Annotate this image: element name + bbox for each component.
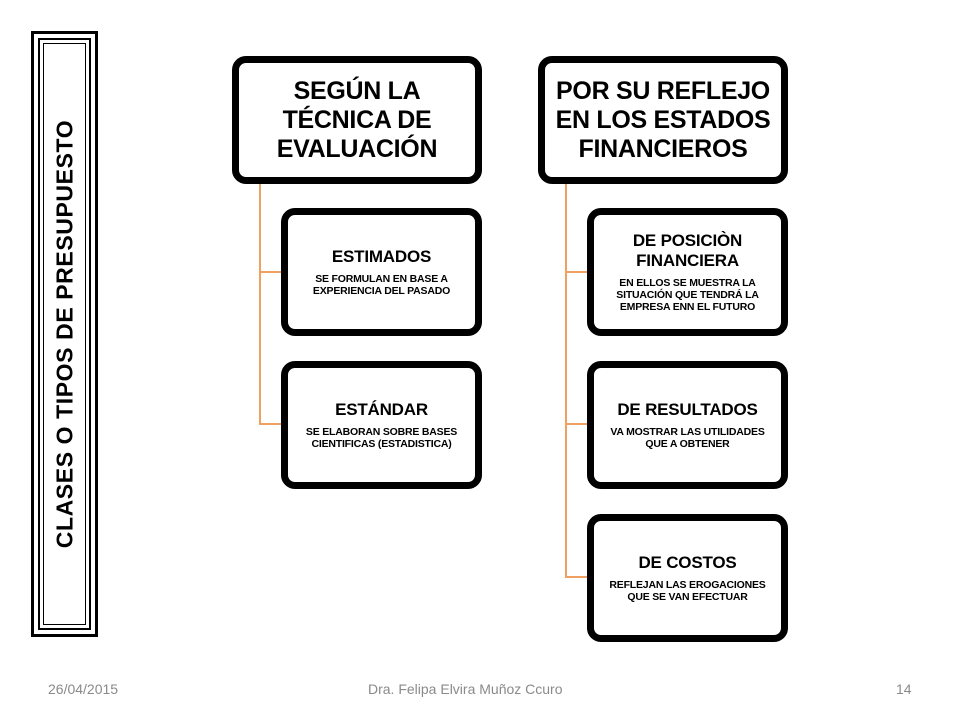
sub-box-description: SE ELABORAN SOBRE BASES CIENTIFICAS (EST… — [305, 426, 458, 450]
heading-box-tecnica-evaluacion: SEGÚN LA TÉCNICA DE EVALUACIÓN — [232, 56, 482, 184]
heading-text-tecnica-evaluacion: SEGÚN LA TÉCNICA DE EVALUACIÓN — [276, 76, 438, 163]
sub-box-description: REFLEJAN LAS EROGACIONES QUE SE VAN EFEC… — [609, 579, 766, 603]
right-connector-vertical — [565, 180, 567, 578]
footer-page-number: 14 — [896, 681, 912, 697]
slide-title: CLASES O TIPOS DE PRESUPUESTO — [51, 119, 77, 549]
sub-box-title: ESTIMADOS — [331, 247, 432, 266]
sub-box-estimados: ESTIMADOS SE FORMULAN EN BASE A EXPERIEN… — [281, 208, 482, 336]
footer-author: Dra. Felipa Elvira Muñoz Ccuro — [368, 681, 563, 697]
heading-text-estados-financieros: POR SU REFLEJO EN LOS ESTADOS FINANCIERO… — [555, 76, 771, 163]
sub-box-title: ESTÁNDAR — [335, 400, 428, 419]
title-frame-inner-border — [38, 38, 91, 630]
sub-box-costos: DE COSTOS REFLEJAN LAS EROGACIONES QUE S… — [587, 514, 788, 642]
left-connector-estandar — [259, 423, 289, 425]
right-connector-costos — [565, 576, 595, 578]
sub-box-resultados: DE RESULTADOS VA MOSTRAR LAS UTILIDADES … — [587, 361, 788, 489]
title-frame-inner-border-2 — [43, 43, 86, 625]
sub-box-title: DE COSTOS — [638, 553, 737, 572]
right-connector-posicion — [565, 271, 595, 273]
right-connector-resultados — [565, 423, 595, 425]
sub-box-description: SE FORMULAN EN BASE A EXPERIENCIA DEL PA… — [312, 273, 451, 297]
sub-box-estandar: ESTÁNDAR SE ELABORAN SOBRE BASES CIENTIF… — [281, 361, 482, 489]
sub-box-title: DE POSICIÒN FINANCIERA — [632, 231, 743, 270]
footer-date: 26/04/2015 — [48, 681, 119, 697]
left-connector-vertical — [259, 180, 261, 425]
sub-box-title: DE RESULTADOS — [617, 400, 758, 419]
left-connector-estimados — [259, 271, 289, 273]
sub-box-description: VA MOSTRAR LAS UTILIDADES QUE A OBTENER — [610, 426, 765, 450]
sub-box-posicion-financiera: DE POSICIÒN FINANCIERA EN ELLOS SE MUEST… — [587, 208, 788, 336]
heading-box-estados-financieros: POR SU REFLEJO EN LOS ESTADOS FINANCIERO… — [538, 56, 788, 184]
title-frame: CLASES O TIPOS DE PRESUPUESTO — [31, 31, 98, 637]
sub-box-description: EN ELLOS SE MUESTRA LA SITUACIÓN QUE TEN… — [616, 277, 759, 313]
